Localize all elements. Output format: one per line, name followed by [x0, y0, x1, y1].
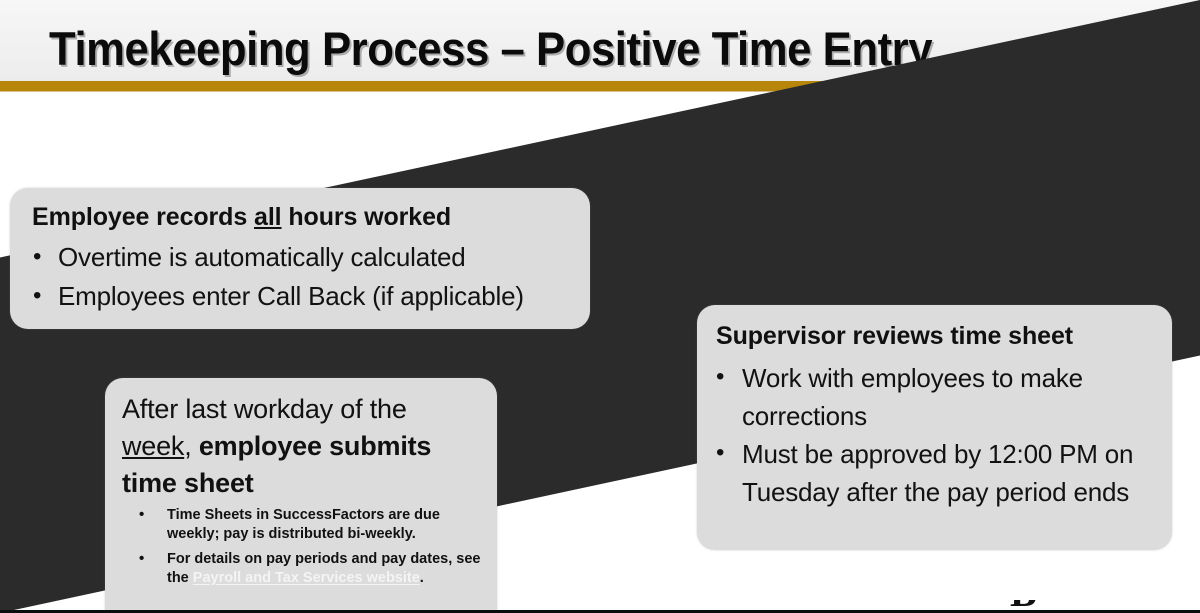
title-accent-rule — [0, 81, 1200, 91]
box-employee-records: Employee records all hours worked Overti… — [10, 188, 590, 329]
box-employee-heading-after: hours worked — [281, 203, 452, 231]
list-item: Must be approved by 12:00 PM on Tuesday … — [711, 434, 1156, 511]
box-submits-lead-part2: , — [184, 431, 199, 461]
sub-bullet-tail: . — [419, 570, 424, 586]
box-supervisor-reviews: Supervisor reviews time sheet Work with … — [697, 305, 1172, 550]
list-item: Time Sheets in SuccessFactors are due we… — [117, 505, 487, 544]
sub-bullet-text: For details on pay periods and pay dates… — [167, 551, 481, 586]
box-submits-lead-bold: employee submits time sheet — [122, 431, 432, 498]
box-submits-sub-bullet-list: Time Sheets in SuccessFactors are due we… — [117, 505, 487, 594]
list-item: Work with employees to make corrections — [711, 358, 1156, 435]
logo-fragment: B — [1010, 600, 1037, 613]
box-supervisor-heading: Supervisor reviews time sheet — [716, 322, 1073, 350]
sub-bullet-text: Time Sheets in SuccessFactors are due we… — [167, 507, 440, 542]
payroll-tax-services-link[interactable]: Payroll and Tax Services website — [192, 570, 420, 586]
list-item: For details on pay periods and pay dates… — [117, 549, 487, 588]
slide-bottom-rule — [0, 610, 1200, 613]
box-employee-bullet-list: Overtime is automatically calculated Emp… — [28, 237, 524, 316]
box-employee-heading-before: Employee records — [32, 203, 255, 231]
logo-fragment-glyph: B — [1010, 600, 1037, 613]
box-employee-submits: After last workday of the week, employee… — [105, 378, 497, 613]
box-supervisor-bullet-list: Work with employees to make corrections … — [711, 358, 1156, 511]
list-item: Overtime is automatically calculated — [28, 237, 524, 277]
list-item: Employees enter Call Back (if applicable… — [28, 276, 524, 316]
page-title: Timekeeping Process – Positive Time Entr… — [49, 22, 933, 75]
box-employee-heading-underlined: all — [254, 203, 282, 231]
box-submits-lead: After last workday of the week, employee… — [122, 391, 480, 502]
box-submits-lead-part1: After last workday of the — [122, 394, 407, 424]
box-submits-lead-underlined: week — [122, 431, 185, 461]
box-employee-heading: Employee records all hours worked — [32, 202, 451, 232]
